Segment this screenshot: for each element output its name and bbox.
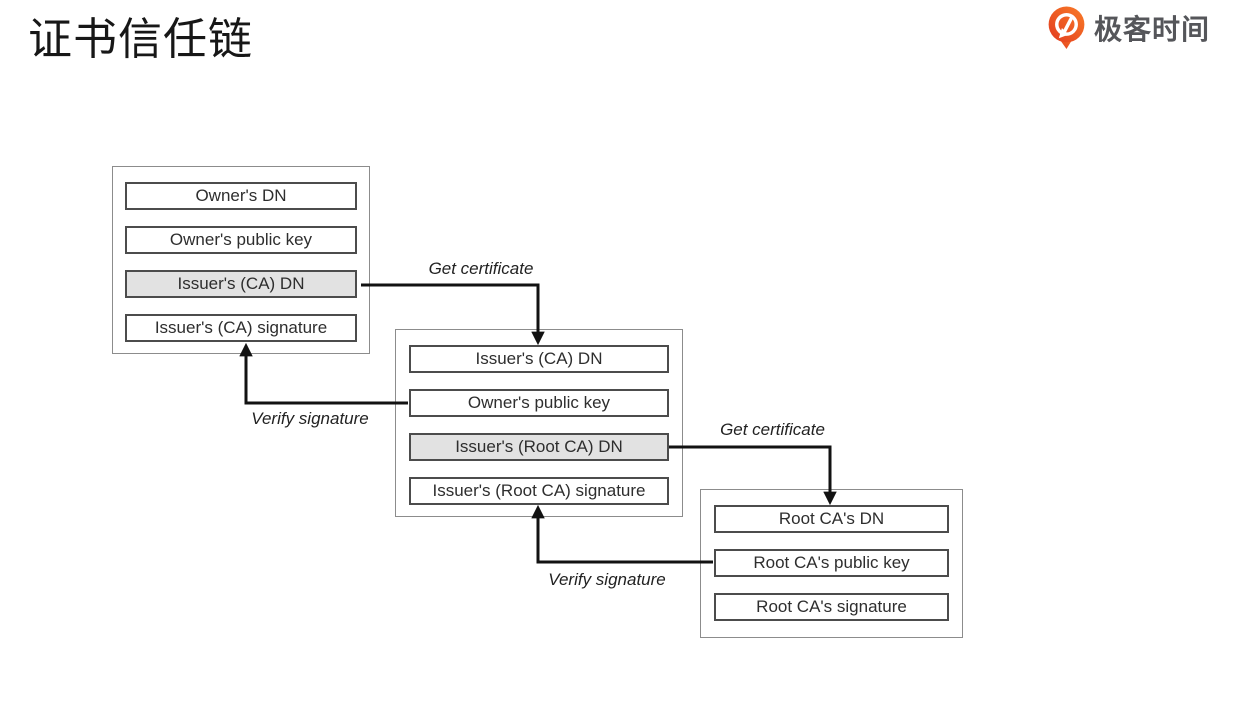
page-title: 证书信任链 bbox=[28, 15, 253, 64]
arrow-get-certificate-1 bbox=[361, 283, 545, 346]
arrow-label-get-certificate-2: Get certificate bbox=[720, 420, 825, 439]
arrow-verify-signature-1 bbox=[239, 342, 408, 405]
cert2-field-owner-public-key: Owner's public key bbox=[409, 389, 669, 417]
geektime-logo-text: 极客时间 bbox=[1093, 14, 1210, 45]
arrow-label-verify-signature-2: Verify signature bbox=[548, 570, 666, 589]
cert3-field-root-ca-signature: Root CA's signature bbox=[714, 593, 949, 621]
owner-certificate-box: Owner's DN Owner's public key Issuer's (… bbox=[112, 166, 370, 354]
cert2-field-issuer-root-ca-signature: Issuer's (Root CA) signature bbox=[409, 477, 669, 505]
geektime-logo: 极客时间 bbox=[1046, 5, 1210, 55]
cert1-field-owner-public-key: Owner's public key bbox=[125, 226, 357, 254]
cert3-field-root-ca-dn: Root CA's DN bbox=[714, 505, 949, 533]
geektime-pin-icon bbox=[1046, 5, 1087, 55]
cert1-field-issuer-ca-dn: Issuer's (CA) DN bbox=[125, 270, 357, 298]
cert1-field-issuer-ca-signature: Issuer's (CA) signature bbox=[125, 314, 357, 342]
cert1-field-owner-dn: Owner's DN bbox=[125, 182, 357, 210]
arrow-label-verify-signature-1: Verify signature bbox=[251, 409, 369, 428]
intermediate-ca-certificate-box: Issuer's (CA) DN Owner's public key Issu… bbox=[395, 329, 683, 517]
cert2-field-issuer-root-ca-dn: Issuer's (Root CA) DN bbox=[409, 433, 669, 461]
root-ca-certificate-box: Root CA's DN Root CA's public key Root C… bbox=[700, 489, 963, 638]
cert3-field-root-ca-public-key: Root CA's public key bbox=[714, 549, 949, 577]
arrow-get-certificate-2 bbox=[669, 445, 837, 506]
cert2-field-issuer-ca-dn: Issuer's (CA) DN bbox=[409, 345, 669, 373]
arrow-verify-signature-2 bbox=[531, 504, 713, 564]
arrow-label-get-certificate-1: Get certificate bbox=[428, 259, 534, 278]
